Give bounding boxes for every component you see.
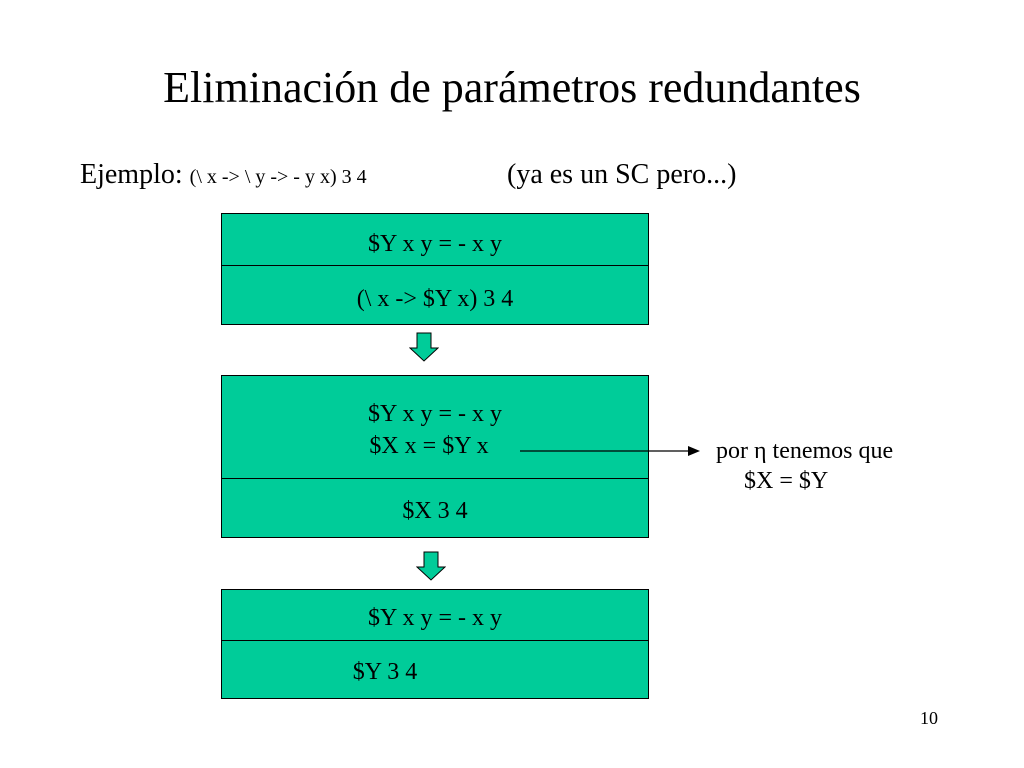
side-note: por η tenemos que $X = $Y <box>716 436 893 496</box>
box-original-expression: (\ x -> $Y x) 3 4 <box>356 286 514 312</box>
side-note-line2: $X = $Y <box>744 468 829 494</box>
slide-title: Eliminación de parámetros redundantes <box>163 63 861 112</box>
box-intermediate-divider <box>222 478 648 479</box>
example-line: Ejemplo: (\ x -> \ y -> - y x) 3 4 (ya e… <box>80 155 736 199</box>
box-result-definition: $Y x y = - x y <box>368 605 502 631</box>
box-intermediate-expression: $X 3 4 <box>402 498 468 524</box>
box-intermediate: $Y x y = - x y $X x = $Y x $X 3 4 <box>221 375 649 538</box>
box-original-divider <box>222 265 648 266</box>
page-number: 10 <box>920 708 938 728</box>
box-original-definition: $Y x y = - x y <box>368 231 502 257</box>
box-result-divider <box>222 640 648 641</box>
example-label: Ejemplo: <box>80 159 190 190</box>
example-note: (ya es un SC pero...) <box>507 159 737 190</box>
example-expression: (\ x -> \ y -> - y x) 3 4 <box>189 166 367 188</box>
box-result: $Y x y = - x y $Y 3 4 <box>221 589 649 699</box>
box-intermediate-definition-x: $X x = $Y x <box>369 433 489 459</box>
down-arrow-icon <box>416 551 446 581</box>
pointer-arrow-icon <box>520 446 700 456</box>
side-note-line1: por η tenemos que <box>716 438 894 464</box>
box-original: $Y x y = - x y (\ x -> $Y x) 3 4 <box>221 213 649 325</box>
down-arrow-icon <box>409 332 439 362</box>
box-intermediate-definition-y: $Y x y = - x y <box>368 401 502 427</box>
box-result-expression: $Y 3 4 <box>352 659 418 685</box>
